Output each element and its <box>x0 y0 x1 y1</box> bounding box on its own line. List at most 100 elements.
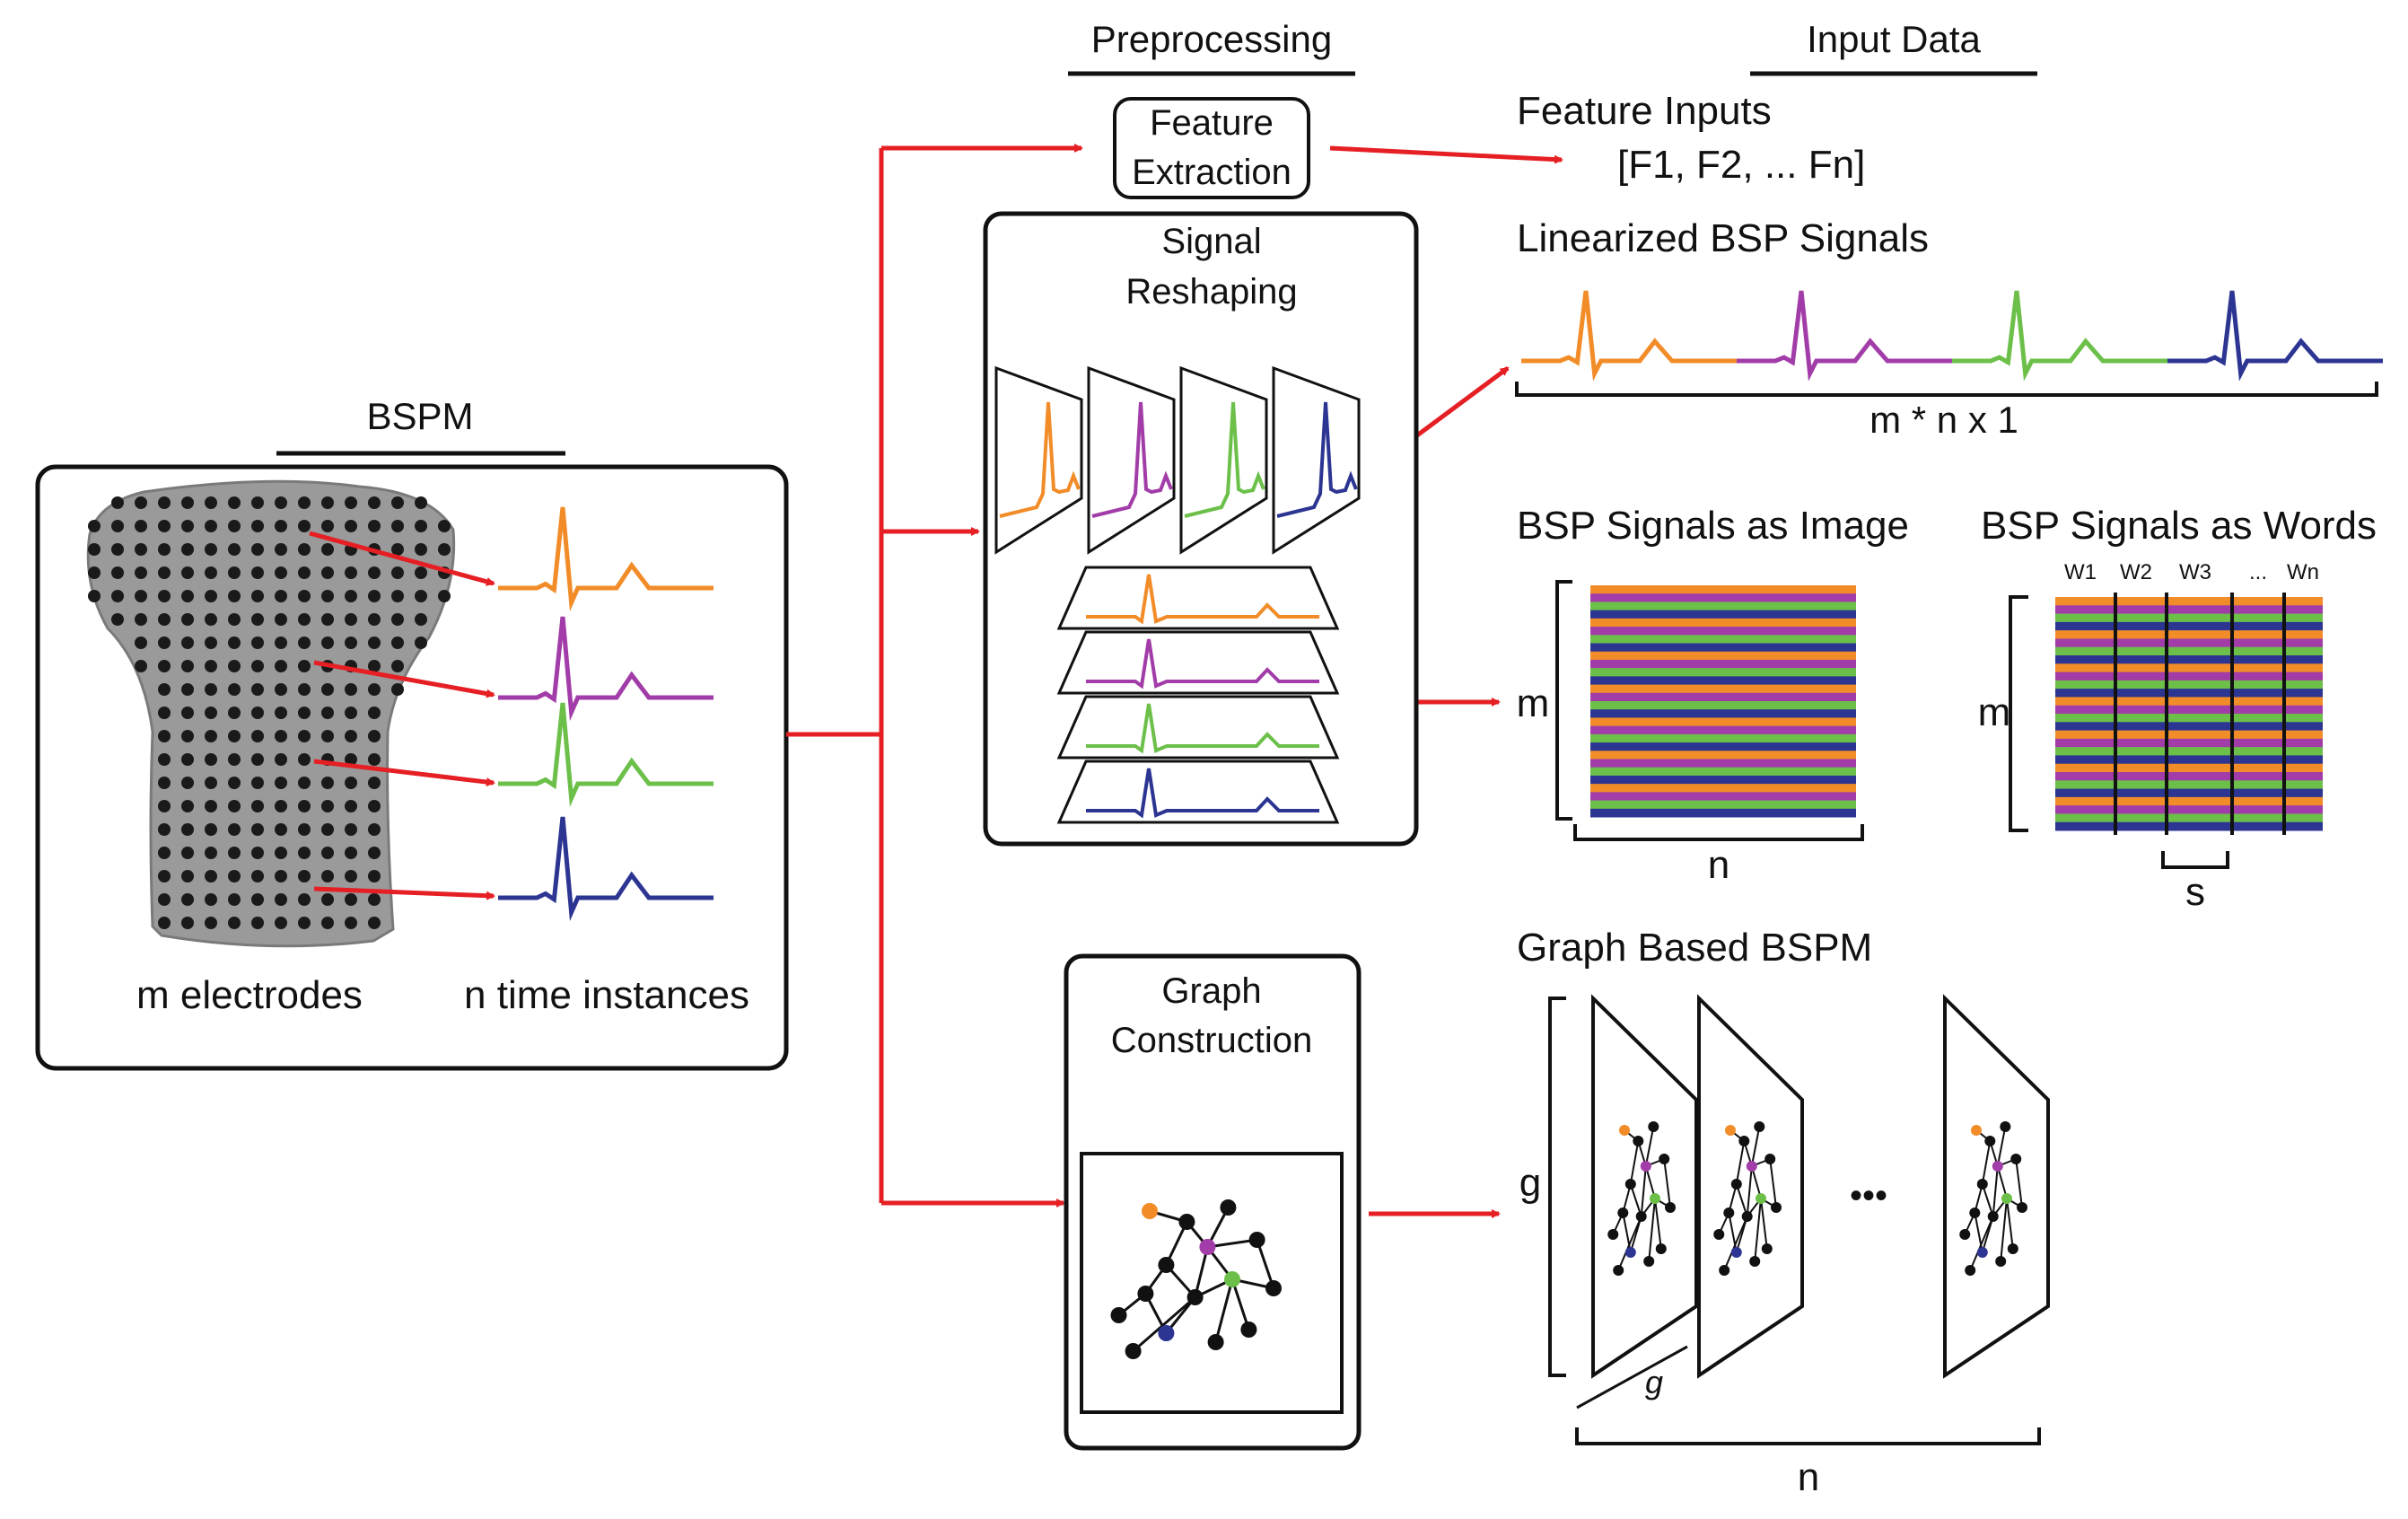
electrode-dot <box>205 637 217 649</box>
electrode-dot <box>321 777 334 789</box>
graph-node <box>1220 1199 1237 1216</box>
electrode-dot <box>181 823 194 836</box>
electrode-dot <box>181 566 194 579</box>
graph-node <box>1199 1239 1216 1255</box>
matrix-row <box>1590 627 1856 636</box>
electrode-dot <box>205 590 217 602</box>
electrode-dot <box>415 613 427 626</box>
electrode-dot <box>111 496 124 509</box>
graph-count-bracket <box>1575 1427 2041 1445</box>
matrix-row <box>2055 630 2323 639</box>
electrode-dot <box>251 823 264 836</box>
electrode-dot <box>228 893 241 906</box>
graph-node <box>1265 1280 1282 1296</box>
electrode-waveform-3 <box>498 702 714 808</box>
matrix-row <box>2055 788 2323 798</box>
signal-image-matrix <box>1590 585 1856 818</box>
matrix-row <box>1590 676 1856 686</box>
electrode-dot <box>205 893 217 906</box>
electrode-dot <box>111 590 124 602</box>
electrode-dot <box>205 613 217 626</box>
graph-construction-canvas <box>1080 1152 1344 1414</box>
electrode-dot <box>345 800 357 812</box>
graph-node <box>1730 1247 1742 1258</box>
reshape-horizontal-slabs <box>1056 566 1340 824</box>
graph-node <box>1617 1207 1629 1218</box>
electrode-dot <box>135 590 147 602</box>
electrode-dot <box>368 917 381 929</box>
electrode-dot <box>321 893 334 906</box>
electrode-dot <box>321 613 334 626</box>
electrode-dot <box>111 566 124 579</box>
electrode-dot <box>111 543 124 556</box>
electrode-dot <box>298 520 311 532</box>
electrode-dot <box>158 707 171 719</box>
matrix-row <box>1590 601 1856 611</box>
linearized-bracket <box>1515 382 2378 397</box>
matrix-row <box>1590 717 1856 727</box>
electrode-dot <box>158 870 171 882</box>
electrode-dot <box>251 590 264 602</box>
electrode-dot <box>438 543 451 556</box>
electrode-dot <box>251 660 264 672</box>
electrode-dot <box>321 566 334 579</box>
electrode-graph <box>1110 1199 1282 1359</box>
matrix-row <box>2055 605 2323 615</box>
electrode-dot <box>321 917 334 929</box>
matrix-row <box>2055 821 2323 831</box>
graph-node <box>1650 1193 1660 1204</box>
matrix-row <box>1590 585 1856 594</box>
electrode-dot <box>345 590 357 602</box>
electrode-dot <box>135 660 147 672</box>
matrix-row <box>2055 730 2323 740</box>
matrix-row <box>2055 796 2323 806</box>
graph-node <box>1137 1286 1154 1302</box>
feature-inputs-block: Feature Inputs [F1, F2, ... Fn] <box>1517 89 1865 187</box>
electrode-dot <box>181 730 194 742</box>
electrode-dot <box>251 566 264 579</box>
electrode-dot <box>275 543 287 556</box>
graph-node <box>2010 1154 2022 1164</box>
electrode-dot <box>228 730 241 742</box>
graph-node <box>1741 1211 1753 1222</box>
electrode-dot <box>368 496 381 509</box>
electrode-dot <box>415 543 427 556</box>
graph-node <box>1665 1202 1676 1213</box>
electrode-dot <box>205 496 217 509</box>
electrode-dot <box>111 520 124 532</box>
feature-extraction-line-1: Feature <box>1150 103 1274 143</box>
electrode-waveform-1 <box>498 506 714 612</box>
electrode-dot <box>321 590 334 602</box>
electrode-dot <box>228 590 241 602</box>
electrode-dot <box>205 917 217 929</box>
graph-construction-line-1: Graph <box>1161 971 1261 1011</box>
electrode-dot <box>158 566 171 579</box>
electrode-dot <box>345 823 357 836</box>
electrode-dot <box>251 613 264 626</box>
graph-edge <box>1617 1216 1642 1271</box>
electrode-dot <box>391 520 404 532</box>
electrode-dot <box>88 543 101 556</box>
graph-node <box>1633 1136 1644 1146</box>
electrode-dot <box>251 800 264 812</box>
electrode-dot <box>368 730 381 742</box>
graph-node <box>1640 1161 1651 1172</box>
electrode-dot <box>368 753 381 766</box>
electrode-dot <box>391 590 404 602</box>
electrode-dot <box>275 917 287 929</box>
graph-edge <box>1996 1165 2008 1199</box>
graph-frame-stack <box>1591 994 2050 1379</box>
electrode-dot <box>275 847 287 859</box>
electrode-dot <box>251 543 264 556</box>
graph-edge <box>1723 1216 1748 1271</box>
electrode-dot <box>135 566 147 579</box>
electrode-dot <box>321 543 334 556</box>
graph-edge <box>1654 1198 1662 1250</box>
graph-edge <box>1754 1198 1762 1262</box>
graph-node <box>1624 1247 1636 1258</box>
matrix-row <box>2055 597 2323 606</box>
electrode-dot <box>345 777 357 789</box>
electrode-dot <box>251 777 264 789</box>
electrode-dot <box>251 730 264 742</box>
